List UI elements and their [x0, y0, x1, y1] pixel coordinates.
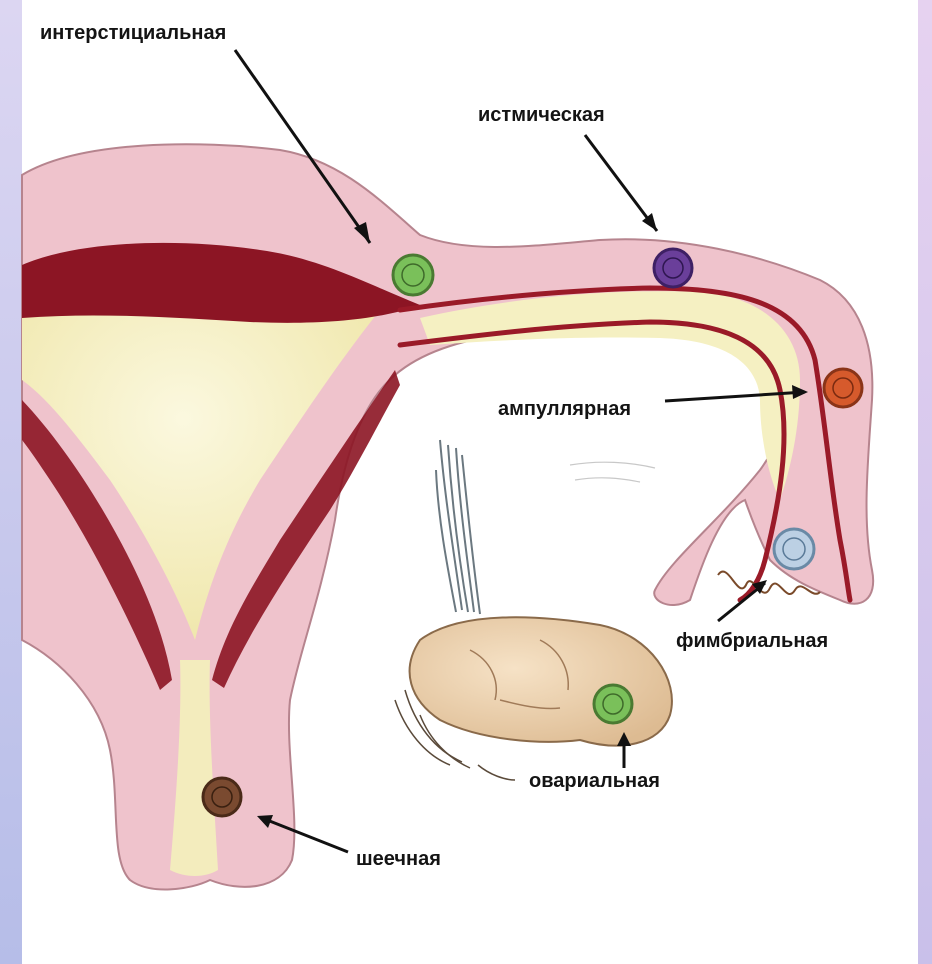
- fertilized-egg-icon: [774, 529, 814, 569]
- fertilized-egg-icon: [393, 255, 433, 295]
- ovarian-ligament: [436, 440, 480, 614]
- fertilized-egg-icon: [824, 369, 862, 407]
- label-ovarian: овариальная: [529, 770, 660, 793]
- sketch-lines: [570, 462, 655, 482]
- left-frame-border: [0, 0, 22, 964]
- pointer-arrow-icon: [585, 135, 657, 231]
- label-ampullary: ампуллярная: [498, 398, 631, 421]
- label-isthmic: истмическая: [478, 104, 605, 127]
- label-cervical: шеечная: [356, 848, 441, 871]
- label-fimbrial: фимбриальная: [676, 630, 828, 653]
- fertilized-egg-icon: [654, 249, 692, 287]
- fertilized-egg-icon: [203, 778, 241, 816]
- fertilized-egg-icon: [594, 685, 632, 723]
- right-frame-border: [918, 0, 932, 964]
- ovary: [410, 617, 672, 745]
- label-interstitial: интерстициальная: [40, 22, 226, 45]
